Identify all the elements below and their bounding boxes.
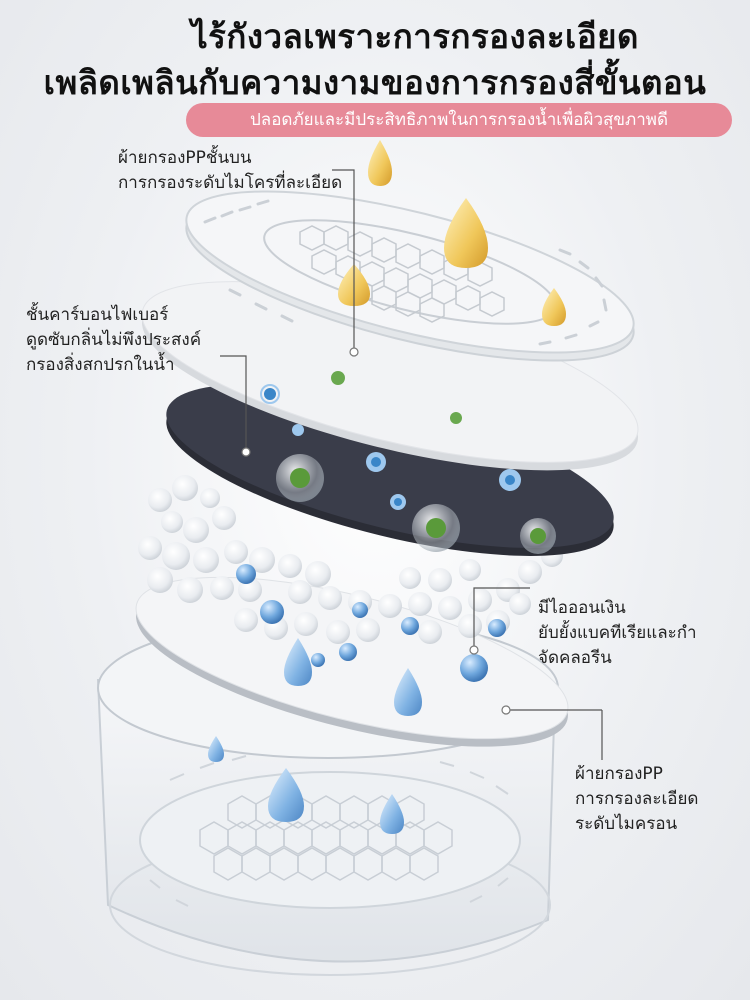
callout-top-pp-line1: ผ้ายกรองPPชั้นบน bbox=[118, 148, 252, 168]
callout-bottom-pp-line3: ระดับไมครอน bbox=[575, 814, 678, 834]
carbon-fiber-layer bbox=[166, 384, 614, 556]
callout-bottom-pp-line2: การกรองละเอียด bbox=[575, 789, 699, 809]
callout-silver-ion: มีไอออนเงิน ยับยั้งแบคทีเรียและกำ จัดคลอ… bbox=[538, 596, 697, 671]
callout-carbon-line2: ดูดซับกลิ่นไม่พึงประสงค์ bbox=[26, 330, 202, 350]
water-drops bbox=[208, 638, 422, 834]
callout-silver-line2: ยับยั้งแบคทีเรียและกำ bbox=[538, 623, 697, 643]
callout-top-pp: ผ้ายกรองPPชั้นบน การกรองระดับไมโครที่ละเ… bbox=[118, 146, 342, 196]
headline-line-1: ไร้กังวลเพราะการกรองละเอียด bbox=[191, 17, 639, 56]
callout-leaders bbox=[220, 169, 603, 760]
callout-top-pp-line2: การกรองระดับไมโครที่ละเอียด bbox=[118, 173, 343, 193]
callout-silver-line3: จัดคลอรีน bbox=[538, 648, 612, 668]
callout-carbon: ชั้นคาร์บอนไฟเบอร์ ดูดซับกลิ่นไม่พึงประส… bbox=[26, 303, 201, 378]
callout-silver-line1: มีไอออนเงิน bbox=[538, 598, 626, 618]
callout-bottom-pp: ผ้ายกรองPP การกรองละเอียด ระดับไมครอน bbox=[575, 762, 698, 837]
tagline-badge: ปลอดภัยและมีประสิทธิภาพในการกรองน้ำเพื่อ… bbox=[186, 103, 732, 137]
middle-pp-layer bbox=[141, 281, 639, 471]
callout-carbon-line3: กรองสิ่งสกปรกในน้ำ bbox=[26, 355, 175, 375]
gold-drops bbox=[338, 140, 566, 326]
callout-carbon-line1: ชั้นคาร์บอนไฟเบอร์ bbox=[26, 305, 169, 325]
headline-line-2: เพลิดเพลินกับความงามของการกรองสี่ขั้นตอน bbox=[43, 63, 707, 102]
callout-bottom-pp-line1: ผ้ายกรองPP bbox=[575, 764, 663, 784]
